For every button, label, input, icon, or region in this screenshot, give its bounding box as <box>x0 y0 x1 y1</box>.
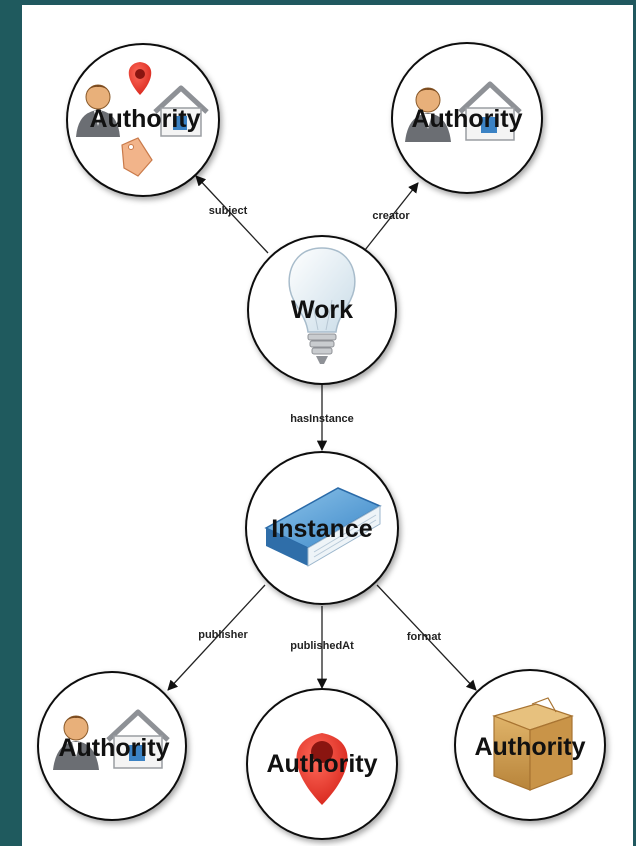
lightbulb-icon <box>288 247 356 364</box>
person-icon <box>76 84 120 137</box>
edge-publishedAt: publishedAt <box>290 606 354 690</box>
edge-label-creator: creator <box>372 210 410 222</box>
node-label: Authority <box>58 734 169 762</box>
node-instance: Instance <box>245 451 399 605</box>
node-label: Instance <box>271 515 373 543</box>
node-label: Authority <box>89 105 200 133</box>
edge-label-hasInstance: hasInstance <box>290 413 354 425</box>
edge-label-publishedAt: publishedAt <box>290 640 354 652</box>
slide-edge-strip <box>0 0 20 846</box>
person-icon <box>405 87 451 142</box>
edge-format: format <box>376 584 477 691</box>
node-label: Authority <box>411 105 522 133</box>
house-icon <box>458 81 522 141</box>
edge-publisher: publisher <box>167 584 266 691</box>
node-authority-publisher: Authority <box>37 671 187 821</box>
edge-creator: creator <box>364 182 419 251</box>
node-label: Authority <box>266 750 377 778</box>
house-icon <box>153 85 209 137</box>
node-label: Work <box>291 296 353 324</box>
edge-label-subject: subject <box>209 205 248 217</box>
edge-hasInstance: hasInstance <box>290 382 354 452</box>
node-authority-place: Authority <box>246 688 398 840</box>
edge-label-format: format <box>407 631 442 643</box>
node-label: Authority <box>474 733 585 761</box>
node-authority-creator: Authority <box>391 42 543 194</box>
map-pin-icon <box>128 62 152 95</box>
tag-icon <box>121 137 153 177</box>
house-icon <box>106 709 170 769</box>
map-pin-icon <box>296 733 348 805</box>
person-icon <box>53 715 99 770</box>
node-work: Work <box>247 235 397 385</box>
book-icon <box>264 487 382 567</box>
node-authority-subject: Authority <box>66 43 220 197</box>
edge-subject: subject <box>195 175 269 254</box>
node-authority-format: Authority <box>454 669 606 821</box>
box-icon <box>492 697 574 791</box>
edge-label-publisher: publisher <box>198 629 248 641</box>
